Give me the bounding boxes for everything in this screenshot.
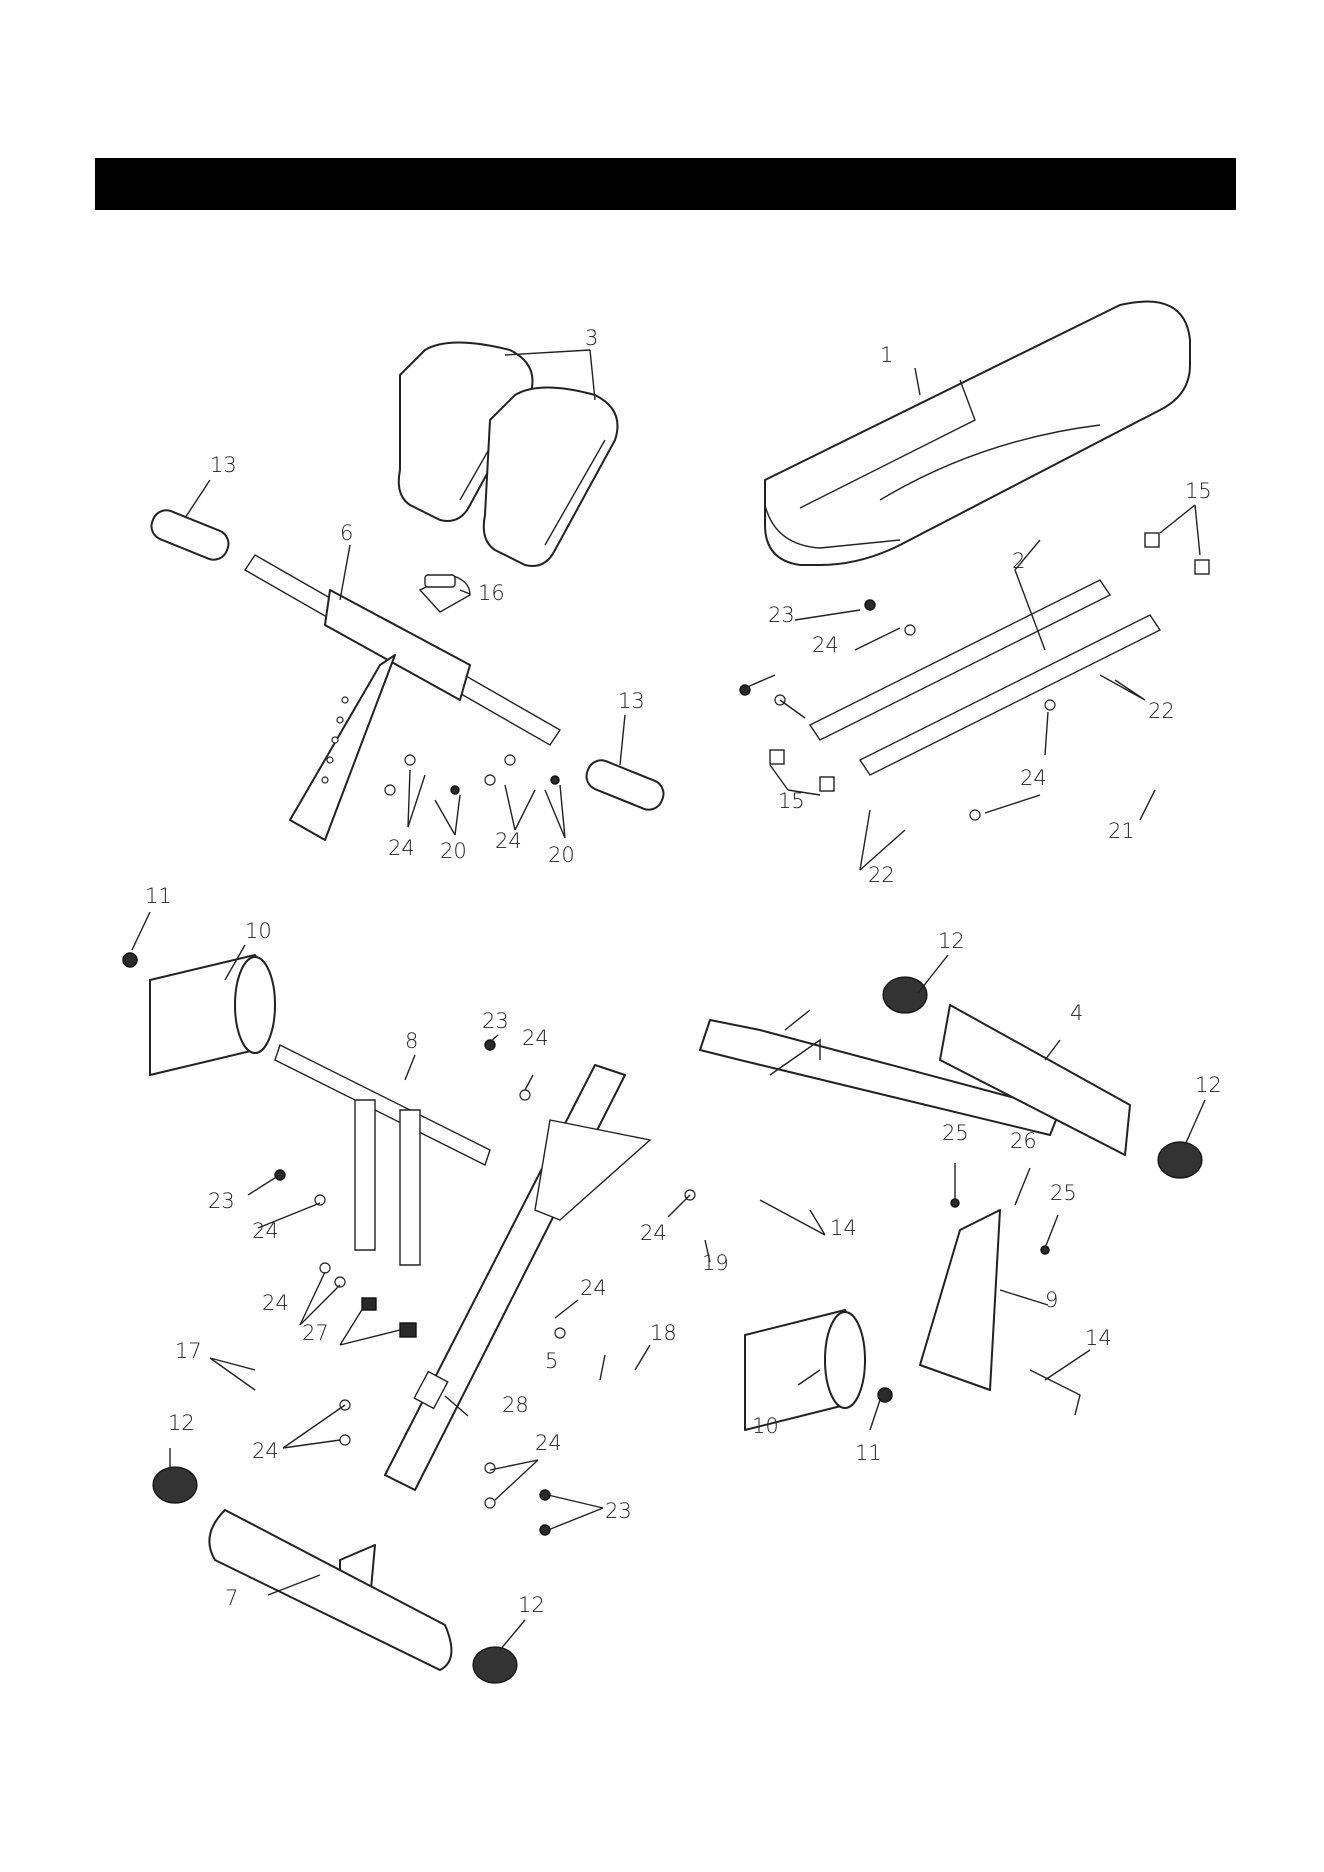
label-4: 4 <box>1070 1001 1083 1025</box>
label-27: 27 <box>302 1321 329 1345</box>
label-24a: 24 <box>812 633 839 657</box>
label-12a: 12 <box>938 929 965 953</box>
label-25a: 25 <box>942 1121 969 1145</box>
label-8: 8 <box>405 1029 418 1053</box>
label-14a: 14 <box>830 1216 857 1240</box>
label-2: 2 <box>1012 549 1025 573</box>
label-12b: 12 <box>1195 1073 1222 1097</box>
label-25b: 25 <box>1050 1181 1077 1205</box>
label-20b: 20 <box>548 843 575 867</box>
label-6: 6 <box>340 521 353 545</box>
label-18: 18 <box>650 1321 677 1345</box>
label-12d: 12 <box>518 1593 545 1617</box>
label-24b: 24 <box>1020 766 1047 790</box>
label-12c: 12 <box>168 1411 195 1435</box>
label-24k: 24 <box>535 1431 562 1455</box>
label-9: 9 <box>1045 1288 1058 1312</box>
label-23b: 23 <box>482 1009 509 1033</box>
base-tube <box>209 1510 451 1670</box>
label-10a: 10 <box>245 919 272 943</box>
label-20a: 20 <box>440 839 467 863</box>
label-24j: 24 <box>252 1439 279 1463</box>
label-28: 28 <box>502 1393 529 1417</box>
label-24i: 24 <box>580 1276 607 1300</box>
upper-bracket <box>245 555 560 840</box>
label-17: 17 <box>175 1339 202 1363</box>
label-10b: 10 <box>752 1414 779 1438</box>
label-15a: 15 <box>1185 479 1212 503</box>
label-26: 26 <box>1010 1129 1037 1153</box>
label-11a: 11 <box>145 884 172 908</box>
base-stand <box>700 1005 1130 1155</box>
label-22b: 22 <box>868 863 895 887</box>
label-5: 5 <box>545 1349 558 1373</box>
label-23a: 23 <box>768 603 795 627</box>
foam-tube-right <box>582 756 667 814</box>
label-1: 1 <box>880 343 893 367</box>
label-13b: 13 <box>618 689 645 713</box>
label-24d: 24 <box>495 829 522 853</box>
label-16: 16 <box>478 581 505 605</box>
label-11b: 11 <box>855 1441 882 1465</box>
seat-frame-rails <box>810 580 1160 775</box>
label-7: 7 <box>225 1586 238 1610</box>
label-13a: 13 <box>210 453 237 477</box>
roller-bar-assembly <box>275 1045 490 1265</box>
label-15b: 15 <box>778 789 805 813</box>
seat-pad <box>765 302 1190 565</box>
label-14b: 14 <box>1085 1326 1112 1350</box>
main-column <box>340 1065 650 1610</box>
leader-lines <box>132 350 1205 1650</box>
foam-tube-left <box>147 506 232 564</box>
label-24c: 24 <box>388 836 415 860</box>
label-22a: 22 <box>1148 699 1175 723</box>
label-24f: 24 <box>252 1219 279 1243</box>
label-24g: 24 <box>262 1291 289 1315</box>
label-3: 3 <box>585 326 598 350</box>
back-pads <box>399 343 618 567</box>
label-24e: 24 <box>522 1026 549 1050</box>
label-24h: 24 <box>640 1221 667 1245</box>
label-21: 21 <box>1108 819 1135 843</box>
label-19: 19 <box>702 1251 729 1275</box>
label-23c: 23 <box>208 1189 235 1213</box>
label-23d: 23 <box>605 1499 632 1523</box>
